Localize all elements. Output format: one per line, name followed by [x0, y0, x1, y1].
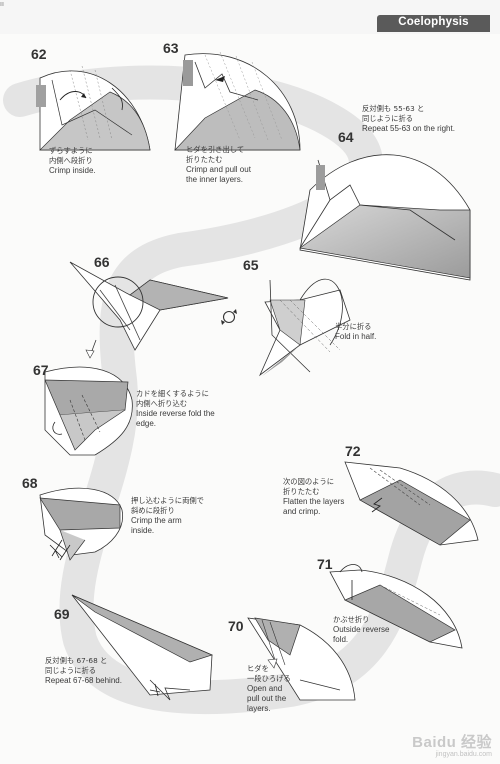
- watermark-url: jingyan.baidu.com: [435, 751, 492, 758]
- caption-step-68: 押し込むように両側で 斜めに段折り Crimp the arm inside.: [131, 496, 204, 535]
- step-69-diagram: [71, 594, 214, 701]
- step-65-diagram: [259, 278, 351, 377]
- step-66-diagram: [69, 261, 229, 351]
- caption-step-67: カドを細くするように 内側へ折り込む Inside reverse fold t…: [136, 389, 215, 428]
- corner-mark: ıı: [0, 0, 4, 8]
- rotate-icon: [221, 309, 237, 325]
- caption-step-72: 次の図のように 折りたたむ Flatten the layers and cri…: [283, 477, 345, 516]
- step-67-diagram: [44, 366, 133, 456]
- step-number-66: 66: [94, 254, 110, 270]
- step-number-64: 64: [338, 129, 354, 145]
- step-71-diagram: [329, 564, 463, 649]
- step-number-68: 68: [22, 475, 38, 491]
- chapter-title: Coelophysis: [398, 16, 469, 28]
- step-72-diagram: [344, 461, 479, 546]
- caption-step-69: 反対側も 67-68 と 同じように折る Repeat 67-68 behind…: [45, 656, 122, 685]
- step-62-diagram: [36, 65, 151, 151]
- watermark-logo: Baidu 经验: [412, 734, 492, 751]
- step-number-72: 72: [345, 443, 361, 459]
- step-number-63: 63: [163, 40, 179, 56]
- caption-step-65: 半分に折る Fold in half.: [335, 322, 377, 341]
- caption-step-64: 反対側も 55-63 と 同じように折る Repeat 55-63 on the…: [362, 104, 455, 133]
- caption-step-70: ヒダを 一段ひろげる Open and pull out the layers.: [247, 664, 291, 713]
- step-number-70: 70: [228, 618, 244, 634]
- step-number-71: 71: [317, 556, 333, 572]
- step-number-67: 67: [33, 362, 49, 378]
- step-70-diagram: [247, 617, 356, 701]
- step-number-62: 62: [31, 46, 47, 62]
- caption-step-62: ずらすように 内側へ段折り Crimp inside.: [49, 146, 96, 175]
- caption-step-63: ヒダを引き出して 折りたたむ Crimp and pull out the in…: [186, 145, 251, 184]
- step-63-diagram: [174, 51, 301, 151]
- caption-step-71: かぶせ折り Outside reverse fold.: [333, 615, 390, 644]
- step-68-diagram: [39, 487, 124, 561]
- magnify-circle-icon: [92, 276, 144, 328]
- chapter-tab: Coelophysis: [377, 15, 490, 32]
- watermark: Baidu 经验 jingyan.baidu.com: [412, 731, 492, 758]
- step-64-diagram: [299, 154, 471, 281]
- step-number-69: 69: [54, 606, 70, 622]
- step-number-65: 65: [243, 257, 259, 273]
